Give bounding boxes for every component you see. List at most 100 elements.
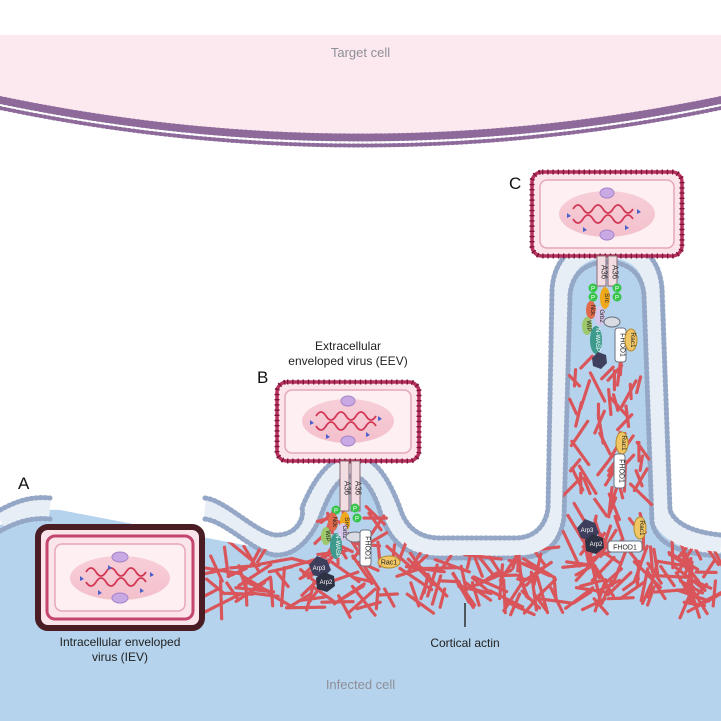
actin-filament [600, 579, 614, 606]
actin-filament [588, 551, 609, 561]
actin-filament [251, 591, 280, 598]
actin-filament [503, 599, 536, 617]
actin-filament [385, 544, 412, 568]
actin-filament [488, 555, 503, 576]
wip-protein [582, 317, 592, 335]
grb2-label: Grb2 [598, 309, 604, 323]
rac1-label: Rac1 [629, 332, 636, 348]
actin-filament [654, 559, 687, 568]
src-kinase [600, 287, 610, 309]
target-cell [0, 35, 721, 148]
wip-protein [321, 527, 331, 545]
iev-virion [35, 524, 205, 631]
src-label: Src [603, 293, 610, 304]
actin-filament [249, 548, 261, 568]
actin-filament [607, 492, 621, 522]
actin-filament [578, 578, 605, 588]
actin-filament [310, 584, 335, 603]
actin-filament [578, 379, 592, 411]
actin-filament [585, 549, 602, 581]
rac1-label: Rac1 [638, 520, 645, 536]
cortical-actin-label: Cortical actin [430, 636, 500, 650]
phospho-p [331, 505, 341, 515]
signaling-complex-c: A36 A36 P P P P Src Nck Grb2 WIP N-WASP … [577, 255, 647, 554]
actin-filament [568, 458, 582, 473]
actin-filament [593, 497, 609, 518]
actin-filament [377, 592, 399, 597]
actin-filament [350, 584, 377, 617]
actin-filament [209, 554, 224, 583]
svg-text:P: P [615, 296, 619, 302]
actin-filament [502, 579, 525, 613]
actin-filament [646, 570, 667, 601]
actin-filament [300, 595, 327, 602]
arp2-label: Arp2 [590, 542, 603, 548]
actin-filament [549, 586, 565, 614]
actin-filament [570, 439, 591, 467]
actin-filament [460, 585, 495, 596]
actin-filament [222, 545, 230, 576]
iev-caption-line2: virus (IEV) [91, 650, 148, 664]
actin-filament [593, 409, 606, 435]
arp3-label: Arp3 [581, 528, 594, 534]
actin-filament [635, 559, 641, 587]
actin-filament [634, 375, 643, 395]
grb2-label: Grb2 [341, 525, 347, 539]
actin-filament [702, 558, 717, 579]
grb2-adaptor [338, 523, 348, 541]
arp2-subunit [316, 572, 335, 592]
nwasp-protein [330, 533, 342, 559]
wip-label: WIP [585, 320, 591, 331]
actin-filament [283, 605, 327, 610]
actin-filament [419, 574, 431, 601]
nwasp-label: N-WASP [594, 328, 600, 352]
actin-filament [582, 477, 592, 496]
actin-filament [598, 431, 612, 456]
fhod1-formin [613, 453, 626, 489]
fhod1-label: FHOD1 [613, 545, 637, 552]
actin-filament [613, 514, 625, 541]
actin-filament [274, 569, 290, 589]
actin-filament [561, 563, 590, 569]
actin-filament [711, 579, 718, 609]
actin-filament [682, 600, 708, 608]
actin-filament [516, 573, 531, 600]
actin-filament [438, 587, 447, 609]
nck-label: Nck [331, 517, 337, 528]
actin-filament [409, 581, 421, 608]
actin-filament [698, 590, 721, 606]
rac1-gtpase [377, 555, 401, 569]
phospho-p [612, 292, 622, 302]
actin-filament [618, 580, 647, 601]
actin-filament [364, 505, 386, 526]
eev-virion-c [529, 169, 685, 259]
eev-caption: Extracellular enveloped virus (EEV) [278, 339, 418, 369]
src-label: Src [343, 517, 350, 528]
panel-label-c: C [509, 174, 522, 193]
nck-adaptor [586, 301, 596, 319]
actin-filament [326, 558, 361, 584]
actin-filament [610, 549, 628, 587]
actin-filament [406, 557, 437, 587]
actin-filament [620, 379, 638, 409]
target-cell-label: Target cell [330, 45, 391, 60]
fhod1-formin [607, 540, 643, 553]
a36-label: A36 [611, 265, 620, 280]
iev-caption: Intracellular enveloped virus (IEV) [40, 635, 200, 665]
host-plasma-membrane [0, 237, 721, 561]
actin-filament [476, 571, 499, 587]
actin-filament [405, 592, 436, 615]
fhod1-label: FHOD1 [618, 459, 625, 483]
eev-virion-b [274, 379, 422, 464]
phospho-p [352, 513, 362, 523]
eev-caption-line1: Extracellular [314, 339, 382, 353]
arp3-subunit [309, 556, 331, 578]
actin-filament [607, 387, 613, 417]
fhod1-formin [359, 529, 372, 567]
svg-text:P: P [591, 287, 595, 293]
arp-complex [592, 352, 607, 369]
actin-filament [451, 572, 477, 608]
actin-filament [433, 558, 471, 574]
actin-filament [572, 368, 578, 389]
